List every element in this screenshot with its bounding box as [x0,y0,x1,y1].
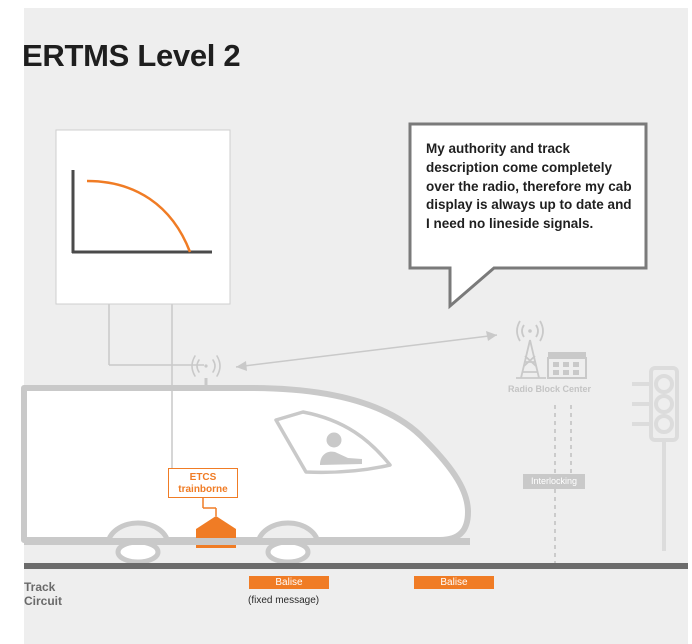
arrowhead-left [236,361,247,371]
underframe [24,538,470,545]
signal-icon [632,366,679,551]
building-icon [547,352,587,379]
cab-display-box [55,129,231,305]
radio-link-arrow [235,334,498,368]
page-title: ERTMS Level 2 [22,38,241,73]
arrowhead-right [486,331,497,341]
train-body [21,385,471,543]
track-circuit-label: Track Circuit [24,580,63,608]
etcs-trainborne-label: ETCS trainborne [168,468,238,498]
balise-2: Balise [414,576,494,589]
track-rail [24,563,688,569]
radio-block-center-label: Radio Block Center [508,384,592,394]
fixed-message-label: (fixed message) [248,595,320,606]
braking-curve-icon [71,170,212,254]
balise-1: Balise [249,576,329,589]
driver-icon [320,432,362,465]
etcs-label-line1: ETCS [189,472,217,483]
speech-bubble-text: My authority and track description come … [426,141,632,232]
etcs-label-line2: trainborne [178,484,228,495]
speech-bubble [408,122,648,310]
radio-antenna-icon [191,355,221,377]
radio-tower-icon [516,320,546,379]
interlocking-label: Interlocking [523,474,585,489]
